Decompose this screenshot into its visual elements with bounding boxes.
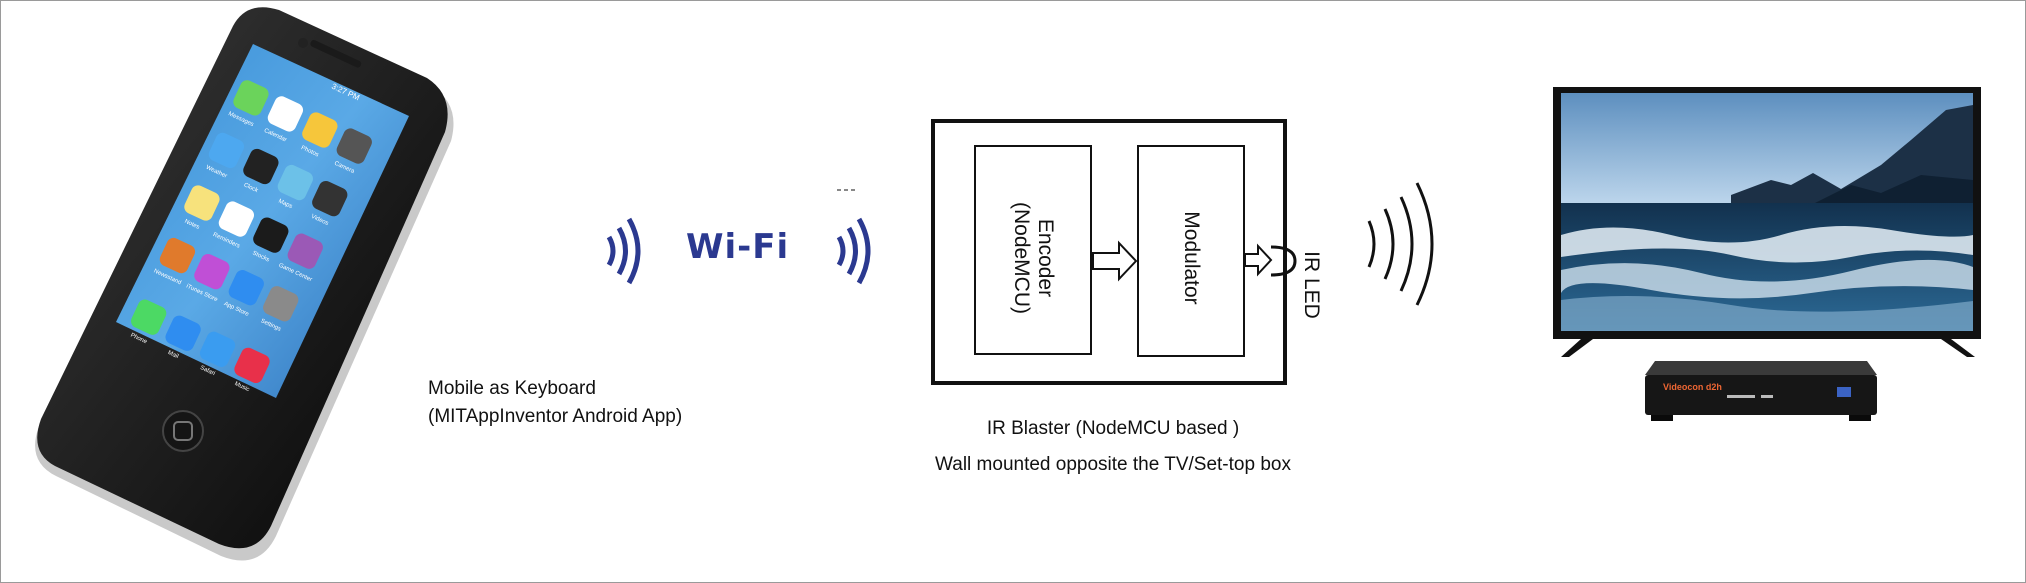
settop-brand-label: Videocon d2h: [1663, 382, 1722, 392]
app-icon-weather[interactable]: [207, 131, 247, 171]
app-icon-videos[interactable]: [310, 179, 350, 219]
modulator-label: Modulator: [1180, 211, 1203, 305]
app-icon-app-store[interactable]: [226, 268, 266, 308]
encoder-label: Encoder (NodeMCU): [1009, 158, 1057, 358]
app-icon-reminders[interactable]: [216, 199, 256, 239]
app-icon-notes[interactable]: [182, 183, 222, 223]
arrow-modulator-to-led-icon: [1244, 243, 1273, 277]
ir-signal-waves-icon: [1367, 182, 1434, 306]
ir-blaster-caption-line2: Wall mounted opposite the TV/Set-top box: [935, 454, 1291, 475]
encoder-label-line1: Encoder: [1034, 218, 1057, 298]
wifi-waves-left-icon: [606, 217, 641, 285]
ir-blaster-caption-line1: IR Blaster (NodeMCU based ): [986, 418, 1240, 439]
app-icon-photos[interactable]: [300, 110, 340, 150]
set-top-box-illustration: [1645, 361, 1877, 421]
phone-caption-line1: Mobile as Keyboard: [428, 378, 596, 399]
home-button-icon[interactable]: [162, 410, 204, 452]
dock-label: Mail: [167, 350, 180, 360]
app-icon-stocks[interactable]: [251, 215, 291, 255]
phone-caption: Mobile as Keyboard (MITAppInventor Andro…: [428, 375, 682, 431]
television-illustration: [1553, 87, 1981, 357]
arrow-encoder-to-modulator-icon: [1092, 240, 1138, 282]
app-icon-messages[interactable]: [231, 78, 271, 118]
smartphone-illustration: MessagesCalendarPhotosCameraWeatherClock…: [35, 7, 454, 561]
modulator-box: [1137, 145, 1245, 357]
dock-icon-mail[interactable]: [163, 313, 203, 353]
app-icon-maps[interactable]: [275, 163, 315, 203]
app-icon-game-center[interactable]: [285, 231, 325, 271]
dock-icon-phone[interactable]: [129, 297, 169, 337]
app-icon-itunes-store[interactable]: [192, 252, 232, 292]
app-icon-camera[interactable]: [334, 126, 374, 166]
encoder-box: [974, 145, 1092, 355]
app-icon-settings[interactable]: [261, 284, 301, 324]
dock-icon-music[interactable]: [232, 345, 272, 385]
dock-icon-safari[interactable]: [198, 329, 238, 369]
app-icon-calendar[interactable]: [265, 94, 305, 134]
app-icon-clock[interactable]: [241, 147, 281, 187]
app-icon-newsstand[interactable]: [157, 236, 197, 276]
ir-blaster-box: [931, 119, 1287, 385]
wifi-label: Wi-Fi: [686, 227, 790, 267]
phone-caption-line2: (MITAppInventor Android App): [428, 406, 683, 427]
wifi-waves-right-icon: [836, 217, 871, 285]
ir-led-icon: [1270, 245, 1297, 277]
ir-led-label: IR LED: [1300, 251, 1323, 319]
dash-mark: [837, 189, 857, 191]
ir-blaster-caption: IR Blaster (NodeMCU based ) Wall mounted…: [923, 415, 1303, 479]
encoder-label-line2: (NodeMCU): [1010, 201, 1033, 314]
app-label: Maps: [277, 198, 293, 210]
